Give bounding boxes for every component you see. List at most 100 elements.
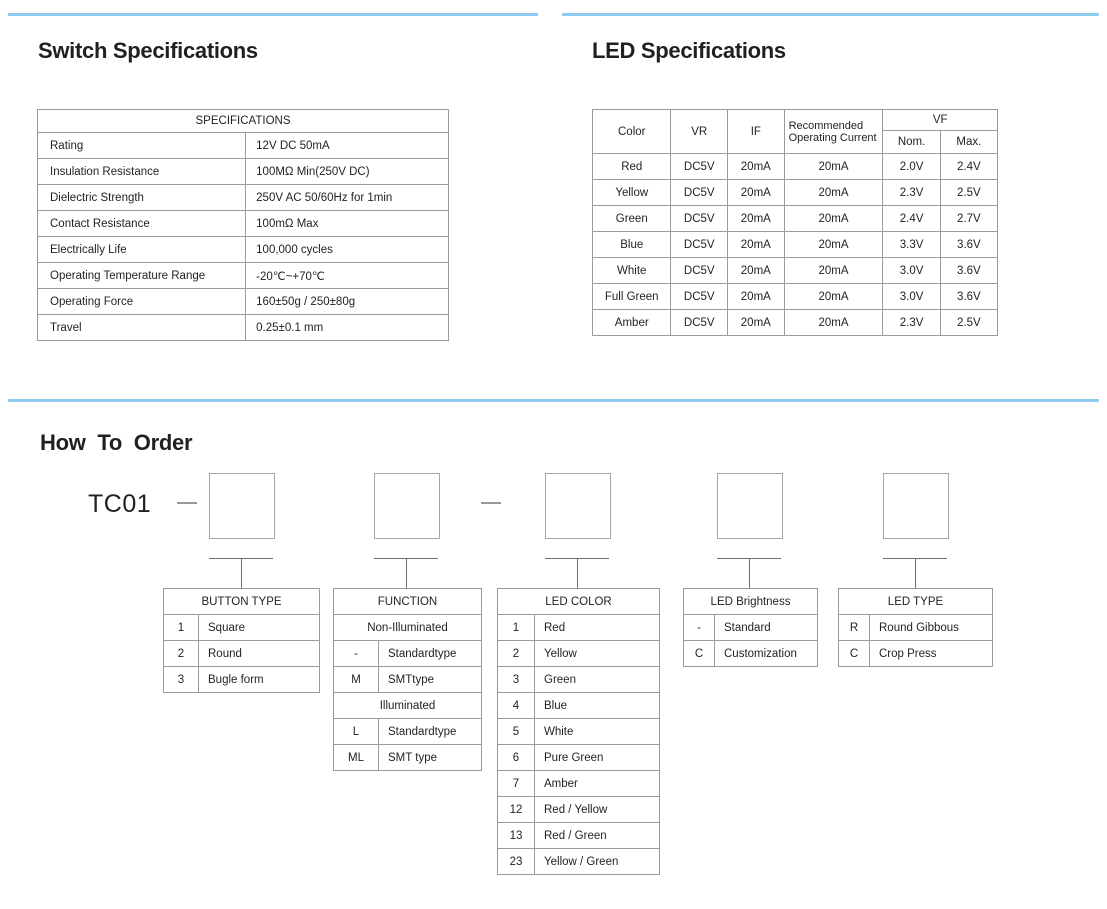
option-code: 23 (497, 848, 535, 875)
led-header-recommended-operating-current: Recommended Operating Current (783, 109, 884, 154)
spec-value: 250V AC 50/60Hz for 1min (245, 184, 449, 211)
option-code: C (683, 640, 715, 667)
led-cell-vf-nom: 3.0V (882, 257, 941, 284)
table-header-row: Color VR IF Recommended Operating Curren… (591, 109, 998, 154)
led-cell-vr: DC5V (670, 283, 729, 310)
led-cell-vf-nom: 2.0V (882, 153, 941, 180)
order-code-box-led-color[interactable] (545, 473, 611, 539)
led-cell-if: 20mA (727, 179, 785, 206)
option-table-header: LED TYPE (838, 588, 993, 615)
option-label: Crop Press (869, 640, 993, 667)
connector-line-1 (241, 558, 242, 590)
led-cell-roc: 20mA (783, 283, 884, 310)
option-label: Round Gibbous (869, 614, 993, 641)
option-label: Yellow / Green (534, 848, 660, 875)
led-cell-color: Yellow (591, 179, 672, 206)
spec-key: Electrically Life (36, 236, 247, 263)
led-cell-vf-max: 2.5V (939, 179, 999, 206)
led-cell-if: 20mA (727, 153, 785, 180)
option-label: SMTtype (378, 666, 482, 693)
order-code-box-button-type[interactable] (209, 473, 275, 539)
option-table-header: FUNCTION (333, 588, 482, 615)
option-group-row: Illuminated (333, 692, 482, 719)
led-cell-color: Amber (591, 309, 672, 336)
option-code: R (838, 614, 870, 641)
option-label: Standardtype (378, 718, 482, 745)
table-header-row: BUTTON TYPE (163, 588, 320, 615)
order-code-separator-2 (481, 502, 501, 504)
order-code-box-led-brightness[interactable] (717, 473, 783, 539)
order-code-box-function[interactable] (374, 473, 440, 539)
connector-line-2 (406, 558, 407, 590)
connector-line-5 (915, 558, 916, 590)
option-code: 2 (163, 640, 199, 667)
divider-rule-middle (8, 399, 1099, 402)
how-to-order-diagram: TC01 (0, 455, 1107, 605)
led-cell-vr: DC5V (670, 153, 729, 180)
option-row: -Standardtype (333, 640, 482, 667)
spec-key: Dielectric Strength (36, 184, 247, 211)
table-header-row: LED COLOR (497, 588, 660, 615)
led-cell-vf-nom: 2.4V (882, 205, 941, 232)
led-cell-roc: 20mA (783, 179, 884, 206)
led-cell-if: 20mA (727, 309, 785, 336)
spec-value: 12V DC 50mA (245, 132, 449, 159)
how-to-order-title: How To Order (40, 430, 193, 455)
spec-value: 0.25±0.1 mm (245, 314, 449, 341)
led-cell-vf-max: 3.6V (939, 257, 999, 284)
led-cell-vr: DC5V (670, 257, 729, 284)
option-label: SMT type (378, 744, 482, 771)
option-code: ML (333, 744, 379, 771)
option-code: 3 (163, 666, 199, 693)
led-specifications-title: LED Specifications (592, 38, 786, 63)
option-code: 1 (163, 614, 199, 641)
spec-key: Insulation Resistance (36, 158, 247, 185)
spec-value: 160±50g / 250±80g (245, 288, 449, 315)
led-header-color: Color (591, 109, 672, 154)
spec-value: 100,000 cycles (245, 236, 449, 263)
option-row: -Standard (683, 614, 818, 641)
led-cell-roc: 20mA (783, 153, 884, 180)
option-code: 6 (497, 744, 535, 771)
option-table-header: LED Brightness (683, 588, 818, 615)
table-header-row: FUNCTION (333, 588, 482, 615)
led-cell-roc: 20mA (783, 257, 884, 284)
connector-line-3 (577, 558, 578, 590)
option-label: Green (534, 666, 660, 693)
spec-key: Operating Temperature Range (36, 262, 247, 289)
option-code: L (333, 718, 379, 745)
switch-specifications-title: Switch Specifications (38, 38, 258, 63)
option-label: Square (198, 614, 320, 641)
led-cell-color: Green (591, 205, 672, 232)
option-code: - (683, 614, 715, 641)
option-group-label: Illuminated (333, 692, 482, 719)
led-header-vf-max: Max. (939, 130, 999, 154)
option-label: Amber (534, 770, 660, 797)
order-code-box-led-type[interactable] (883, 473, 949, 539)
led-cell-color: Blue (591, 231, 672, 258)
order-code-prefix: TC01 (88, 490, 152, 518)
led-cell-vf-max: 3.6V (939, 283, 999, 310)
led-cell-if: 20mA (727, 283, 785, 310)
spec-key: Contact Resistance (36, 210, 247, 237)
led-cell-roc: 20mA (783, 205, 884, 232)
led-cell-vf-max: 3.6V (939, 231, 999, 258)
option-code: C (838, 640, 870, 667)
